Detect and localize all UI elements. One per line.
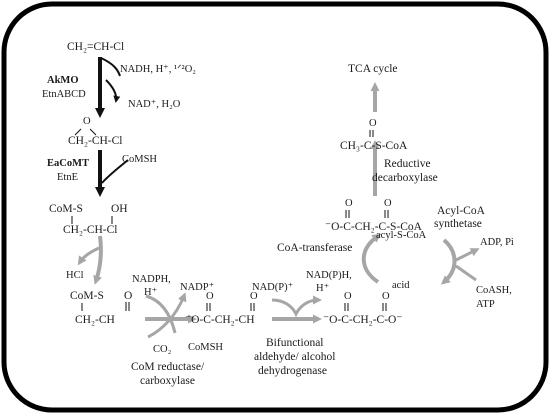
malonate-label: ⁻O-C-CH₂-C-O⁻	[323, 314, 402, 326]
epoxide-oxygen-label: O	[83, 116, 91, 127]
acyl-coa-synthetase-label-1: Acyl-CoA	[437, 205, 486, 217]
akmo-enzyme-label: AkMO	[47, 75, 79, 86]
malonate-o1-label: O	[344, 291, 352, 302]
nadph-output-label-1: NAD(P)H,	[306, 270, 352, 281]
com-reductase-label-2: carboxylase	[140, 375, 195, 387]
nadh-input-arc	[100, 57, 121, 77]
coa-transferase-label: CoA-transferase	[277, 242, 352, 254]
nadph-co2-cross-arc	[145, 294, 177, 334]
semialdehyde-o1-label: O	[206, 291, 214, 302]
eacomt-enzyme-label: EaCoMT	[47, 158, 89, 169]
nadh-cofactor-label: NADH, H⁺, ¹ᐟ²O₂	[120, 64, 196, 75]
co2-label: CO₂	[153, 344, 172, 355]
atp-label: ATP	[476, 299, 495, 310]
nadph-output-label-2: H⁺	[316, 283, 329, 294]
coash-label: CoASH,	[476, 285, 512, 296]
com-adduct-bonds	[71, 216, 113, 224]
co2-nadp-cross-arc	[147, 292, 187, 339]
semialdehyde-bonds	[206, 303, 255, 311]
epoxide-ring-bonds	[74, 128, 97, 136]
acetyl-coa-bond	[369, 130, 374, 137]
bifunctional-label-2: aldehyde/ alcohol	[254, 351, 335, 363]
nadph-h-label: H⁺	[144, 287, 157, 298]
coash-atp-input-arrow	[455, 264, 477, 282]
adp-pi-label: ADP, Pi	[480, 237, 514, 248]
nadp-label: NADP⁺	[180, 282, 214, 293]
bifunctional-label-1: Bifunctional	[266, 337, 324, 349]
com-reductase-label-1: CoM reductase/	[131, 361, 205, 373]
nad-h2o-label: NAD⁺, H₂O	[128, 99, 181, 110]
reductive-decarboxylase-label-1: Reductive	[384, 158, 431, 170]
nad-output-arc	[105, 79, 121, 103]
aldehyde-o-label: O	[124, 290, 132, 302]
bifunctional-label-3: dehydrogenase	[258, 365, 327, 377]
coa-transferase-loop-arrow	[361, 233, 382, 284]
nadp-input-label: NAD(P)⁺	[252, 282, 293, 293]
etnabcd-enzyme-label: EtnABCD	[42, 89, 86, 100]
aldehyde-top-label: CoM-S	[70, 290, 104, 302]
reductive-decarboxylase-label-2: decarboxylase	[372, 172, 438, 184]
malonyl-coa-o1-label: O	[345, 198, 353, 209]
tca-cycle-label: TCA cycle	[348, 63, 398, 75]
acyl-s-coa-label: acyl-S-CoA	[376, 230, 427, 241]
aldehyde-bottom-label: CH₂-CH	[75, 314, 115, 326]
hcl-release-arrow	[93, 235, 103, 285]
malonyl-coa-label: ⁻O-C-CH₂-C-S-CoA	[325, 221, 423, 233]
etne-enzyme-label: EtnE	[57, 172, 78, 183]
semialdehyde-o2-label: O	[250, 291, 258, 302]
comsh-output-label: CoMSH	[188, 342, 223, 353]
aldehyde-bonds	[81, 302, 130, 311]
adp-pi-release-arrow	[455, 248, 480, 262]
malonyl-coa-bonds	[345, 210, 389, 218]
acetyl-coa-o-label: O	[369, 118, 377, 129]
com-adduct-top-label: CoM-S	[49, 203, 83, 215]
acyl-coa-synthetase-arrow	[440, 238, 457, 285]
comsh-input-arc	[101, 159, 129, 184]
com-adduct-bottom-label: CH₂-CH-Cl	[63, 224, 118, 236]
acyl-coa-synthetase-label-2: synthetase	[434, 218, 482, 230]
com-adduct-oh-label: OH	[111, 203, 128, 215]
hcl-branch-arrow	[77, 246, 100, 266]
acid-label: acid	[392, 280, 410, 291]
acetyl-coa-label: CH₃-C-S-CoA	[340, 140, 408, 152]
epoxide-label: CH₂-CH-Cl	[68, 135, 123, 147]
malonate-o2-label: O	[382, 291, 390, 302]
nadph-label: NADPH,	[132, 274, 171, 285]
comsh-input-label: CoMSH	[122, 154, 157, 165]
malonate-bonds	[344, 303, 387, 311]
malonyl-coa-o2-label: O	[384, 198, 392, 209]
malonate-semialdehyde-label: ⁻O-C-CH₂-CH	[185, 314, 255, 326]
nadp-nadph-arc	[271, 295, 322, 318]
hcl-label: HCl	[66, 270, 84, 281]
vinyl-chloride-label: CH₂=CH-Cl	[67, 41, 124, 53]
